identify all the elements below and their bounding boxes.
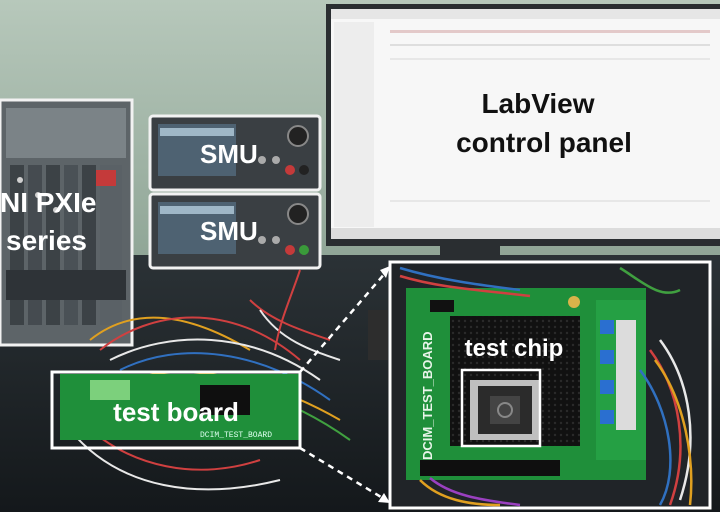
callout-arrows bbox=[299, 271, 387, 502]
test-board-zoom-inset bbox=[390, 262, 710, 508]
test-chip-callout bbox=[460, 368, 542, 448]
inset-frame bbox=[388, 260, 712, 510]
monitor bbox=[326, 4, 720, 260]
arrow-head-bottom bbox=[378, 493, 390, 503]
smu-unit-top bbox=[148, 114, 322, 192]
test-board-label: test board bbox=[113, 397, 239, 427]
arrow-head-top bbox=[380, 266, 390, 278]
test-board-callout bbox=[50, 370, 302, 450]
smu-top-label: SMU bbox=[200, 139, 258, 169]
pxie-chassis bbox=[0, 98, 134, 347]
test-board-silkscreen: DCIM_TEST_BOARD bbox=[200, 431, 272, 440]
pxie-label-line1: NI PXIe bbox=[0, 187, 96, 218]
test-chip-label: test chip bbox=[465, 335, 564, 362]
keyboard bbox=[368, 310, 388, 360]
smu-bottom-label: SMU bbox=[200, 216, 258, 246]
smu-unit-bottom bbox=[148, 192, 322, 270]
inset-board-silkscreen: DCIM_TEST_BOARD bbox=[420, 331, 435, 460]
pxie-label-line2: series bbox=[6, 225, 87, 256]
inset-wires bbox=[399, 266, 693, 507]
monitor-label-line1: LabView bbox=[481, 88, 594, 119]
test-board: DCIM_TEST_BOARD bbox=[60, 374, 300, 440]
monitor-label-line2: control panel bbox=[456, 127, 632, 158]
